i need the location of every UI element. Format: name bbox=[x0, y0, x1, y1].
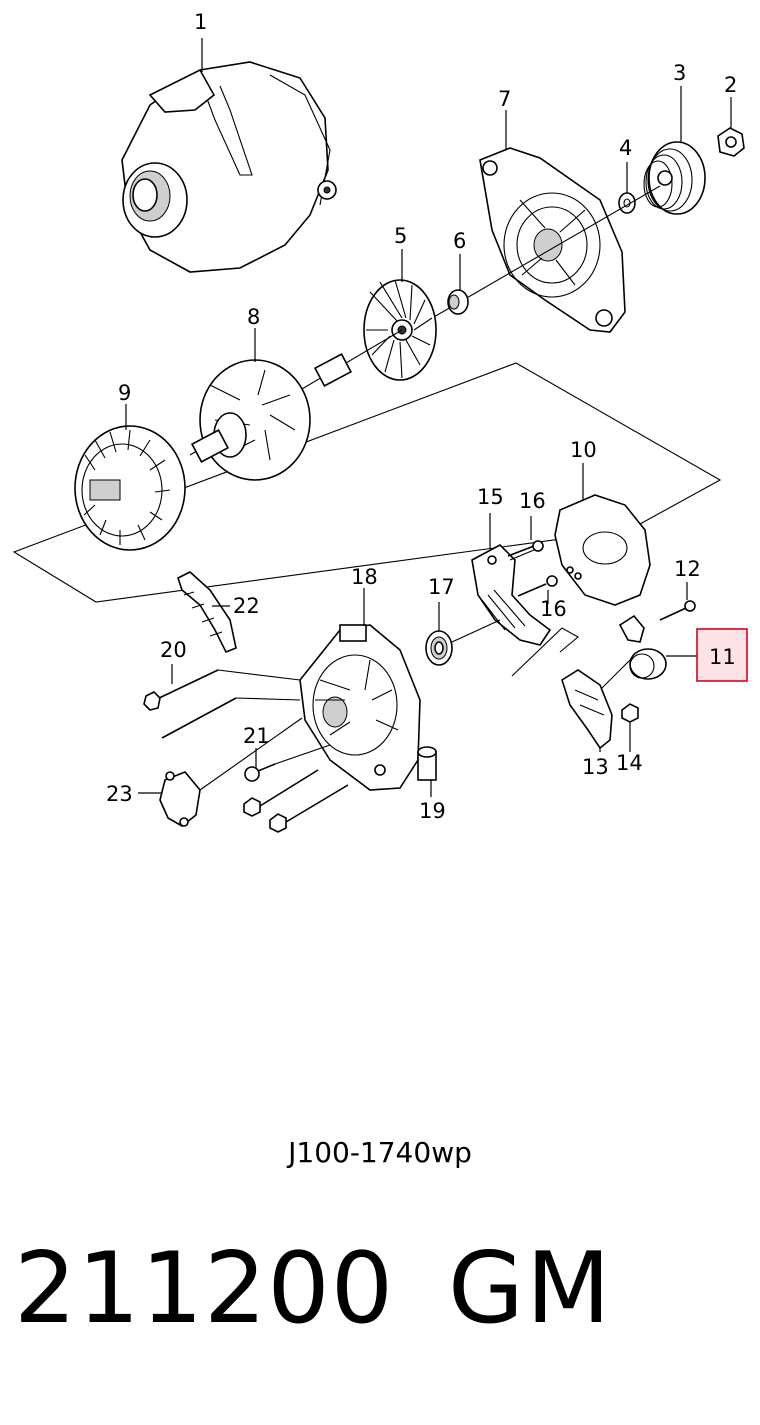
callout-11: 11 bbox=[709, 645, 736, 669]
through-bolt-part bbox=[143, 669, 301, 739]
callout-5: 5 bbox=[394, 224, 407, 248]
bearing-axis bbox=[451, 619, 501, 643]
callout-13: 13 bbox=[582, 755, 609, 779]
callout-16a: 16 bbox=[519, 489, 546, 513]
screw-12-part bbox=[659, 600, 696, 621]
callout-1: 1 bbox=[194, 10, 207, 34]
callout-21: 21 bbox=[243, 724, 270, 748]
brand-name: GM bbox=[448, 1232, 613, 1346]
bushing-part bbox=[447, 289, 469, 315]
callout-20: 20 bbox=[160, 638, 187, 662]
callout-23: 23 bbox=[106, 782, 133, 806]
callout-19: 19 bbox=[419, 799, 446, 823]
stator-part bbox=[74, 425, 186, 551]
rectifier-group-frame bbox=[511, 627, 579, 677]
rear-cover-plate-part bbox=[554, 494, 651, 606]
callout-labels: 1 2 3 4 5 6 7 8 9 10 11 12 13 14 15 16 1… bbox=[106, 10, 737, 823]
callout-6: 6 bbox=[453, 229, 466, 253]
screw-16-lower-part bbox=[517, 575, 558, 597]
callout-4: 4 bbox=[619, 136, 632, 160]
bearing-part bbox=[425, 630, 453, 666]
drive-end-housing-part bbox=[479, 147, 626, 333]
cover-cap-part bbox=[159, 717, 303, 827]
fan-part bbox=[363, 279, 437, 381]
callout-2: 2 bbox=[724, 73, 737, 97]
callout-15: 15 bbox=[477, 485, 504, 509]
callout-3: 3 bbox=[673, 61, 686, 85]
part-number: 211200 bbox=[14, 1232, 395, 1346]
callout-17: 17 bbox=[428, 575, 455, 599]
pulley-nut-part bbox=[717, 127, 745, 157]
rotor-part bbox=[189, 329, 403, 481]
callout-8: 8 bbox=[247, 305, 260, 329]
callout-16b: 16 bbox=[540, 597, 567, 621]
callout-22: 22 bbox=[233, 594, 260, 618]
callout-7: 7 bbox=[498, 87, 511, 111]
pulley-part bbox=[643, 141, 706, 215]
drawing-code: J100-1740wp bbox=[288, 1136, 472, 1169]
terminal-stud-part bbox=[244, 744, 331, 782]
screw-16-upper-part bbox=[507, 540, 544, 561]
sleeve-part bbox=[417, 746, 437, 781]
brush-part bbox=[599, 614, 667, 691]
callout-9: 9 bbox=[118, 381, 131, 405]
callout-14: 14 bbox=[616, 751, 643, 775]
fastener-set-part bbox=[243, 769, 349, 833]
alternator-assembly-part bbox=[121, 61, 337, 273]
alternator-exploded-diagram: 1 2 3 4 5 6 7 8 9 10 11 12 13 14 15 16 1… bbox=[12, 10, 748, 833]
callout-18: 18 bbox=[351, 565, 378, 589]
callout-12: 12 bbox=[674, 557, 701, 581]
bracket-nut-part bbox=[621, 703, 639, 723]
rear-housing-part bbox=[299, 624, 421, 791]
highlight-box-11 bbox=[696, 628, 748, 682]
terminal-bracket-part bbox=[561, 669, 613, 750]
callout-10: 10 bbox=[570, 438, 597, 462]
spacer-part bbox=[618, 192, 636, 214]
insulation-strip-part bbox=[177, 571, 237, 654]
